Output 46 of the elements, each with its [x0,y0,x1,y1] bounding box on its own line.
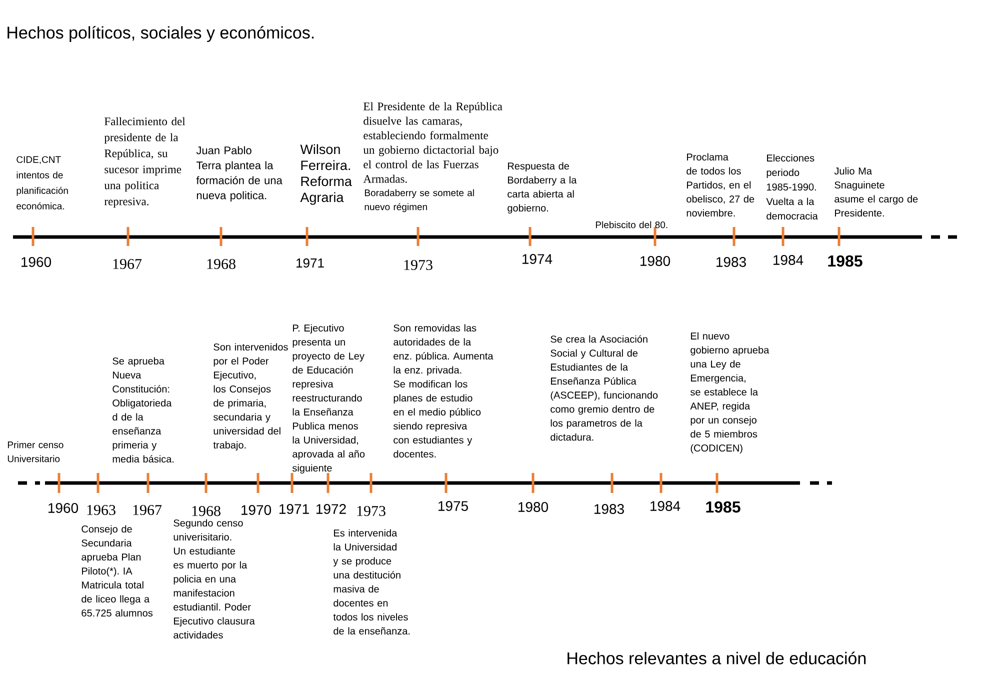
year-label: 1983 [716,257,746,267]
event-note: Boradaberry se somete al nuevo régimen [364,189,474,212]
year-label: 1973 [404,260,432,270]
year-label: 1971 [280,504,309,514]
event-note: Respuesta de Bordaberry a la carta abierta al gobierno. [508,162,577,214]
event-note: El Presidente de la República disuelve las camaras, estableciendo formalmente un gobierno dictactorial bajo el control de las Fuerzas Armadas. [363,102,502,183]
year-label: 1983 [594,504,624,514]
event-note: Plebiscito del 80. [596,221,668,228]
event-note: Julio Ma Snaguinete asume el cargo de Presidente. [834,167,918,217]
heading: Hechos políticos, sociales y económicos. [8,26,314,42]
year-label: 1970 [242,505,272,515]
year-label: 1984 [650,501,680,511]
event-note: Segundo censo univerisitario. Un estudiante es muerto por la policia en una manifestacion estudiantil. Poder Ejecutivo clausura actividades [174,519,255,639]
event-note: Se crea la Asociación Social y Cultural de Estudiantes de la Enseñanza Pública (ASCEEP), funcionando como gremio dentro de los parametros de la dictadura. [550,335,658,441]
event-note: Se aprueba Nueva Constitución: Obligatorieda d de la enseñanza primeria y media básica. [112,357,174,463]
event-note: Proclama de todos los Partidos, en el obelisco, 27 de noviembre. [686,153,754,217]
event-note: Fallecimiento del presidente de la República, su sucesor imprime una politica represiva. [104,117,186,208]
year-label: 1985 [828,255,862,267]
year-label: 1980 [518,502,548,512]
year-label: 1973 [357,506,386,516]
year-label: 1968 [207,258,236,270]
event-note: Juan Pablo Terra plantea la formación de una nueva politica. [196,146,282,202]
year-label: 1972 [316,504,346,514]
year-label: 1984 [774,255,804,265]
event-note: Son removidas las autoridades de la enz. pública. Aumenta la enz. privada. Se modifican los planes de estudio en el medio público siendo represiva con estudiantes y docentes. [393,324,494,458]
event-note: Son intervenidos por el Poder Ejecutivo, los Consejos de primaria, secundaria y universidad del trabajo. [213,343,288,451]
year-label: 1968 [192,506,220,516]
year-label: 1971 [296,258,324,268]
year-label: 1975 [438,501,468,511]
year-label: 1960 [22,257,52,267]
event-note: Consejo de Secundaria aprueba Plan Piloto(*). IA Matricula total de liceo llega a 65.725 alumnos [82,525,153,617]
event-note: Es intervenida la Universidad y se produce una destitución masiva de docentes en todos los niveles de la enseñanza. [333,529,410,635]
year-label: 1967 [113,258,142,270]
year-label: 1985 [706,501,740,513]
event-note: CIDE,CNT intentos de planificación económica. [16,156,68,210]
event-note: Wilson Ferreira. Reforma Agraria [300,144,352,205]
event-note: P. Ejecutivo presenta un proyecto de Ley de Educación represiva reestructurando la Enseñanza Publica menos la Universidad, aprovada al año siguiente [292,324,365,474]
heading: Hechos relevantes a nivel de educación [568,652,866,664]
year-label: 1963 [87,504,116,516]
event-note: El nuevo gobierno aprueba una Ley de Emergencia, se establece la ANEP, regida por un consejo de 5 miembros (CODICEN) [690,332,770,454]
year-label: 1974 [522,254,552,264]
year-label: 1960 [48,503,78,513]
year-label: 1967 [133,504,162,516]
year-label: 1980 [640,256,670,266]
event-note: Elecciones periodo 1985-1990. Vuelta a la democracia [766,154,818,220]
event-note: Primer censo Universitario [8,441,64,462]
